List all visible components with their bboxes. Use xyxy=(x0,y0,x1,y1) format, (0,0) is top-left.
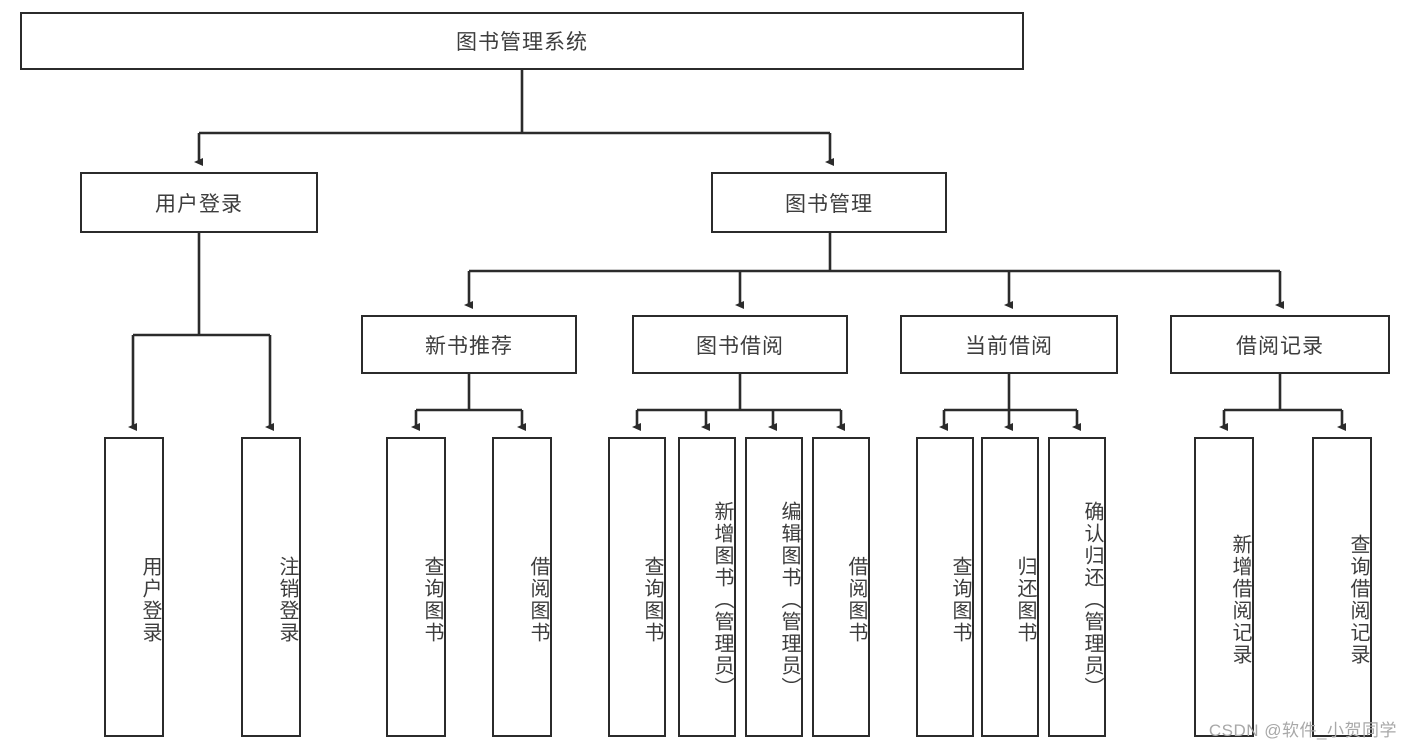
node-label: 注销登录 xyxy=(276,556,298,644)
node-book-management[interactable]: 图书管理 xyxy=(711,172,947,233)
node-label: 图书管理系统 xyxy=(456,31,588,54)
node-label: 用户登录 xyxy=(155,192,243,216)
node-label: 图书借阅 xyxy=(696,334,784,358)
node-new-book-recommendation[interactable]: 新书推荐 xyxy=(361,315,577,374)
node-current-borrowing[interactable]: 当前借阅 xyxy=(900,315,1118,374)
leaf-current-borrow-query[interactable]: 查询图书 xyxy=(916,437,974,737)
node-label: 查询图书 xyxy=(421,556,443,644)
leaf-book-borrow-add[interactable]: 新增图书（管理员） xyxy=(678,437,736,737)
node-label: 归还图书 xyxy=(1014,556,1036,644)
watermark: CSDN @软件_小贺同学 xyxy=(1208,721,1397,740)
node-book-borrowing[interactable]: 图书借阅 xyxy=(632,315,848,374)
leaf-book-borrow-edit[interactable]: 编辑图书（管理员） xyxy=(745,437,803,737)
leaf-borrow-record-add[interactable]: 新增借阅记录 xyxy=(1194,437,1254,737)
node-label: 查询借阅记录 xyxy=(1347,534,1369,666)
node-user-login[interactable]: 用户登录 xyxy=(80,172,318,233)
node-label: 用户登录 xyxy=(139,556,161,644)
node-label: 查询图书 xyxy=(641,556,663,644)
leaf-book-borrow-query[interactable]: 查询图书 xyxy=(608,437,666,737)
leaf-book-borrow-borrow[interactable]: 借阅图书 xyxy=(812,437,870,737)
leaf-new-book-query[interactable]: 查询图书 xyxy=(386,437,446,737)
leaf-borrow-record-query[interactable]: 查询借阅记录 xyxy=(1312,437,1372,737)
leaf-current-borrow-return[interactable]: 归还图书 xyxy=(981,437,1039,737)
node-label: 借阅记录 xyxy=(1236,334,1324,358)
node-label: 新增借阅记录 xyxy=(1229,534,1251,666)
node-label: 编辑图书（管理员） xyxy=(778,501,800,699)
node-label: 当前借阅 xyxy=(965,334,1053,358)
node-label: 图书管理 xyxy=(785,192,873,216)
node-borrow-records[interactable]: 借阅记录 xyxy=(1170,315,1390,374)
leaf-new-book-borrow[interactable]: 借阅图书 xyxy=(492,437,552,737)
leaf-current-borrow-confirm-return[interactable]: 确认归还（管理员） xyxy=(1048,437,1106,737)
leaf-user-login-signin[interactable]: 用户登录 xyxy=(104,437,164,737)
node-label: 查询图书 xyxy=(949,556,971,644)
node-label: 借阅图书 xyxy=(845,556,867,644)
node-label: 新增图书（管理员） xyxy=(711,501,733,699)
leaf-user-login-signout[interactable]: 注销登录 xyxy=(241,437,301,737)
node-label: 确认归还（管理员） xyxy=(1081,501,1103,699)
node-label: 新书推荐 xyxy=(425,334,513,358)
node-label: 借阅图书 xyxy=(527,556,549,644)
node-root-book-management-system[interactable]: 图书管理系统 xyxy=(20,12,1024,70)
